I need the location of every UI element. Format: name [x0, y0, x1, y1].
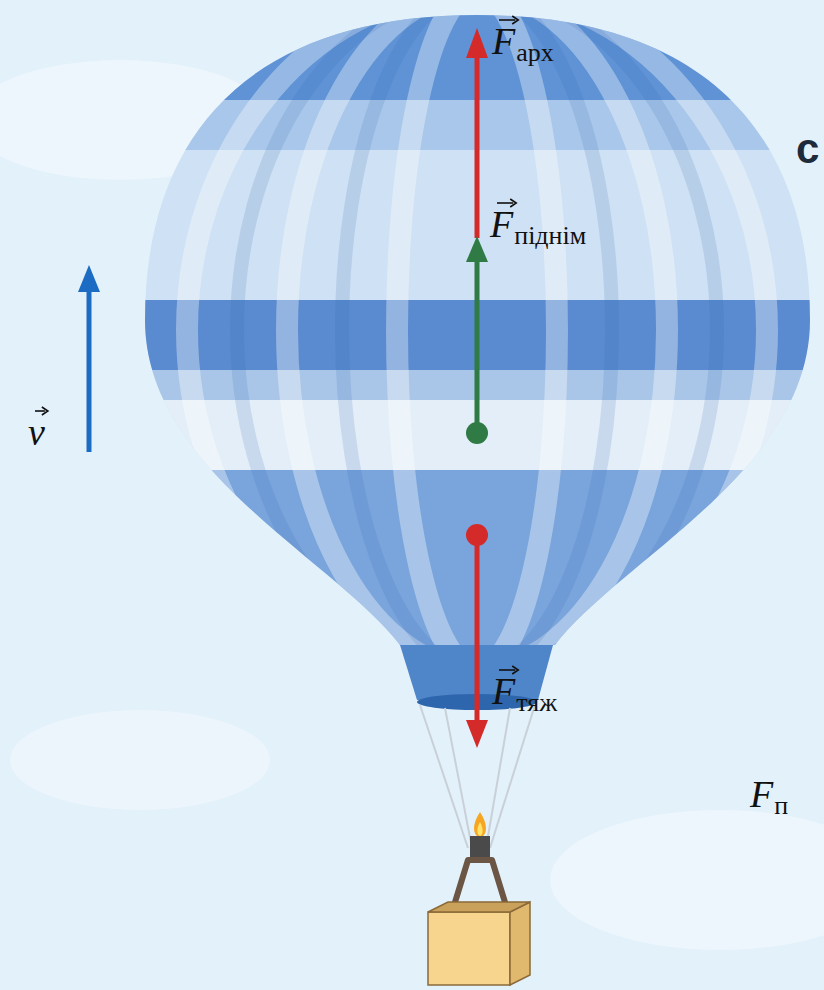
vector-arrow-shaft — [499, 669, 515, 671]
flame — [477, 822, 482, 836]
basket-rim — [428, 902, 530, 912]
arrowhead — [78, 265, 100, 292]
force-subscript: арх — [516, 40, 554, 66]
force-symbol: F — [750, 775, 773, 813]
force-subscript: піднім — [514, 223, 586, 249]
application-point — [466, 524, 488, 546]
buoyancy-arrow — [475, 56, 480, 238]
heading-fragment: с — [796, 128, 819, 170]
basket-side — [510, 902, 530, 985]
force-subscript: п — [774, 793, 788, 819]
application-point — [466, 422, 488, 444]
arrowhead — [466, 720, 488, 748]
force-arrows — [78, 28, 488, 748]
lift-arrow — [475, 258, 480, 433]
velocity-arrow — [87, 288, 92, 452]
vector-arrow-shaft — [497, 202, 513, 204]
arrowhead — [466, 28, 488, 58]
vector-arrow-shaft — [499, 19, 515, 21]
basket — [428, 912, 510, 985]
flame — [474, 812, 486, 838]
gravity-arrow — [475, 535, 480, 724]
arrowhead — [466, 236, 488, 262]
cloud — [10, 710, 270, 810]
force-subscript: тяж — [516, 690, 557, 716]
velocity-symbol: v — [28, 413, 45, 451]
burner — [470, 836, 490, 858]
vector-arrow-shaft — [35, 410, 45, 412]
ropes — [420, 705, 535, 848]
force-symbol: F — [490, 205, 513, 243]
force-symbol: F — [492, 22, 515, 60]
force-symbol: F — [492, 672, 515, 710]
envelope — [100, 0, 824, 700]
cloud — [550, 810, 824, 950]
